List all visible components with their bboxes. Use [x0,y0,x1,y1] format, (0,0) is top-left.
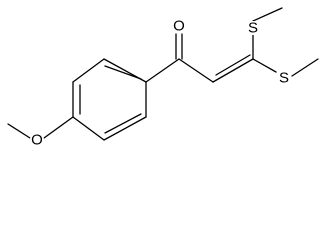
thio-1-label: S [248,20,258,37]
aryl-oxygen-bond [43,116,74,139]
chemical-structure: O S S O [7,7,319,149]
sulfur-methyl-bond-2 [291,58,319,77]
ring-bond-2 [72,58,105,83]
alkene-double-bond-a [212,58,254,83]
carbonyl-oxygen-atom: O [172,18,186,35]
thio-1-atom: S [246,20,260,37]
ring-bond-5 [103,116,147,141]
thio-2-label: S [279,70,289,87]
oxygen-methyl-bond [7,123,31,139]
alkene-sulfur-bond-2 [252,58,277,73]
ring-bond-5-inner [104,113,142,134]
bonds [7,7,319,141]
thio-2-atom: S [277,70,291,87]
sulfur-methyl-bond-1 [252,7,283,22]
ring-bond-4 [72,116,105,141]
aryl-carbonyl-bond [145,58,180,83]
methoxy-oxygen-label: O [31,132,43,149]
carbonyl-alkene-bond [178,58,214,83]
alkene-double-bond-b [215,54,251,76]
carbonyl-oxygen-label: O [173,18,185,35]
methoxy-oxygen-atom: O [30,132,44,149]
ring-bond-1-inner [104,65,142,80]
atom-labels: O S S O [30,18,291,149]
